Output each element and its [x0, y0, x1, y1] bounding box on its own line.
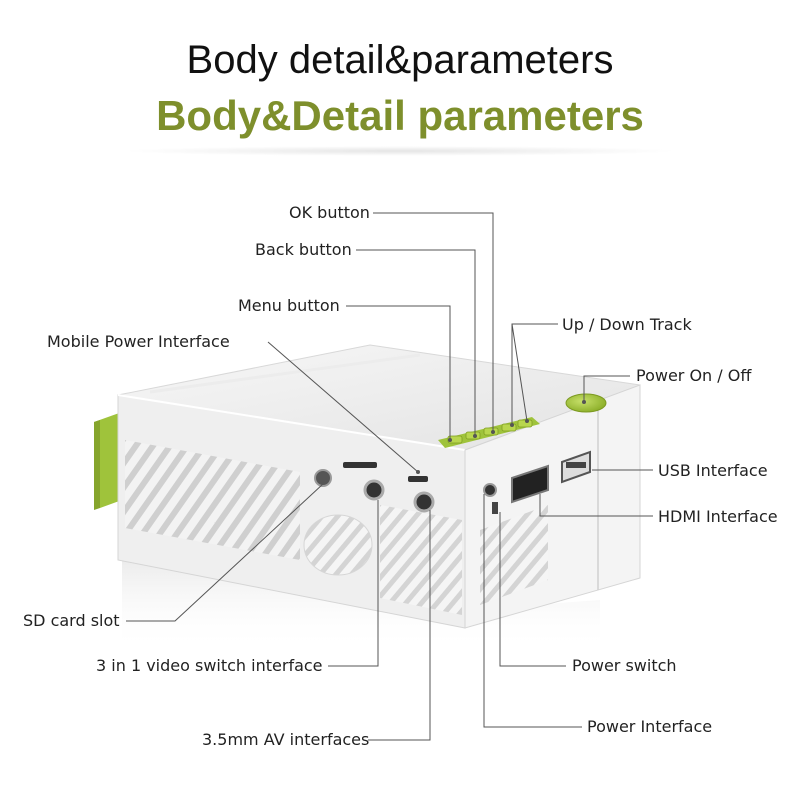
label-power-on-off: Power On / Off — [636, 366, 752, 385]
label-back-button: Back button — [255, 240, 352, 259]
label-video-switch-interface: 3 in 1 video switch interface — [96, 656, 323, 675]
front-ports — [314, 462, 435, 513]
leader-dots — [416, 400, 586, 474]
label-mobile-power-interface: Mobile Power Interface — [47, 332, 230, 351]
leader-lines — [126, 212, 653, 741]
label-av-interfaces: 3.5mm AV interfaces — [202, 730, 370, 749]
label-up-down-track: Up / Down Track — [562, 315, 692, 334]
side-ports — [483, 450, 591, 514]
label-power-interface: Power Interface — [587, 717, 713, 736]
power-button-icon — [565, 393, 607, 413]
lens-tab — [94, 412, 122, 510]
label-ok-button: OK button — [289, 203, 370, 222]
label-power-switch: Power switch — [572, 656, 677, 675]
page-title: Body detail&parameters — [186, 38, 614, 82]
label-sd-card-slot: SD card slot — [23, 611, 120, 630]
label-usb-interface: USB Interface — [658, 461, 768, 480]
page-subtitle: Body&Detail parameters — [156, 92, 644, 139]
title-divider — [120, 146, 680, 156]
label-hdmi-interface: HDMI Interface — [658, 507, 778, 526]
label-menu-button: Menu button — [238, 296, 340, 315]
